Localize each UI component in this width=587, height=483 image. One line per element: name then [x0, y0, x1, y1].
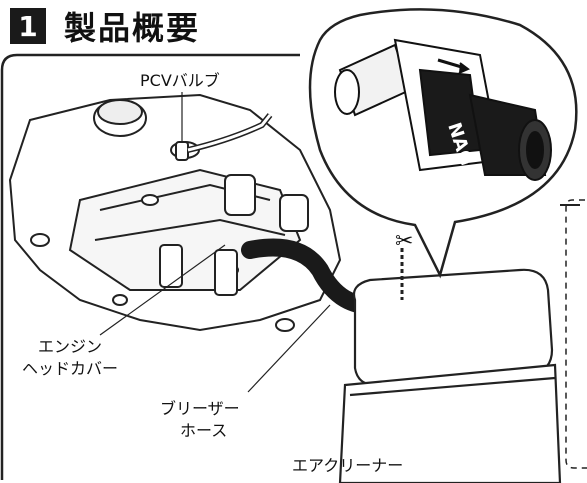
breather-hose-label-line1: ブリーザー [160, 399, 240, 418]
engine-head-cover-label-line2: ヘッドカバー [22, 359, 119, 378]
section-title: 製品概要 [64, 9, 201, 47]
engine-cover-leader-line [99, 244, 226, 336]
breather-hose-label-line2: ホース [180, 421, 228, 440]
section-heading: 1 製品概要 [10, 6, 201, 47]
panel-frame [0, 53, 300, 480]
breather-hose-leader-line [247, 304, 331, 393]
scissors-icon: ✂ [395, 229, 413, 254]
product-enlarged [334, 38, 552, 181]
engine-body [8, 93, 342, 332]
air-cleaner-label: エアクリーナー [292, 456, 404, 475]
engine-head-cover-label-line1: エンジン [38, 337, 103, 356]
pcv-valve-small [175, 113, 273, 161]
section-number-badge: 1 [10, 8, 46, 44]
air-cleaner-box [338, 268, 562, 483]
next-panel-dashed-border [565, 199, 587, 469]
pcv-valve-label: PCVバルブ [140, 71, 220, 90]
